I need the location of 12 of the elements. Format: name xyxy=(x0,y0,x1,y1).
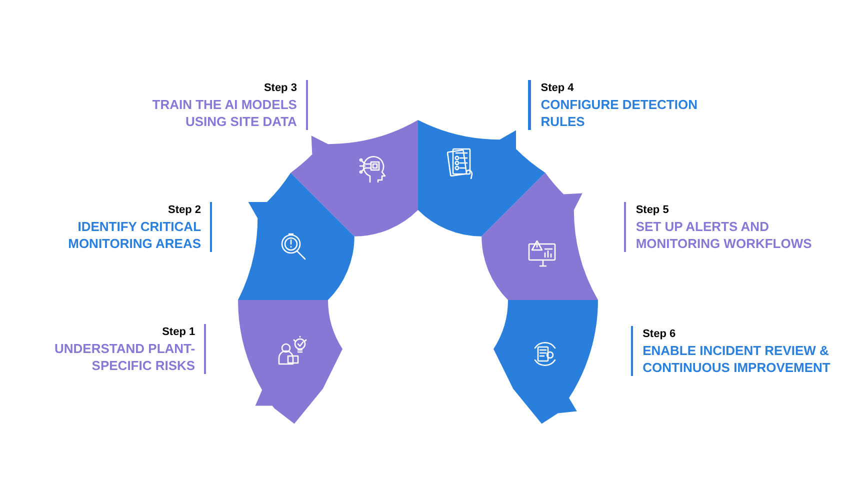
step-title: ENABLE INCIDENT REVIEW & CONTINUOUS IMPROVEMENT xyxy=(642,342,832,376)
step-title: IDENTIFY CRITICAL MONITORING AREAS xyxy=(67,218,202,252)
step-label: Step 3 xyxy=(264,81,297,96)
step-label: Step 2 xyxy=(168,203,202,218)
step-label: Step 1 xyxy=(162,325,196,340)
step-title: TRAIN THE AI MODELS USING SITE DATA xyxy=(151,96,297,130)
step-title: SET UP ALERTS AND MONITORING WORKFLOWS xyxy=(636,218,813,252)
step-label: Step 5 xyxy=(636,203,669,218)
step-label: Step 6 xyxy=(642,327,676,342)
step-title: UNDERSTAND PLANT-SPECIFIC RISKS xyxy=(54,340,196,374)
step-label: Step 4 xyxy=(540,81,574,96)
step-title: CONFIGURE DETECTION RULES xyxy=(540,96,698,130)
